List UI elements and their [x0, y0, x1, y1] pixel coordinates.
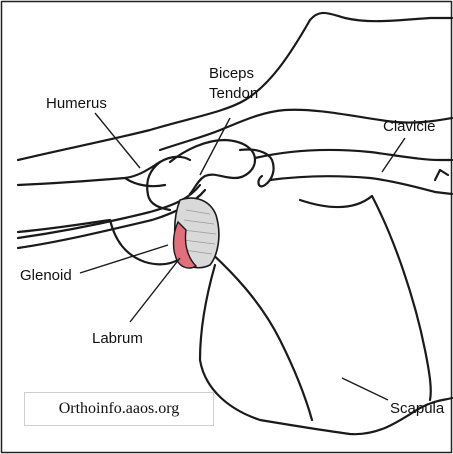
- label-clavicle: Clavicle: [383, 118, 436, 135]
- clavicle-end: [435, 170, 448, 180]
- scapula-lateral-border: [208, 250, 312, 420]
- humerus-tubercle: [125, 178, 165, 186]
- label-glenoid: Glenoid: [20, 267, 72, 284]
- clavicle-outline: [255, 150, 452, 160]
- label-tendon: Tendon: [209, 85, 258, 102]
- label-labrum: Labrum: [92, 330, 143, 347]
- scapula-spine: [300, 196, 372, 207]
- labrum-leader: [130, 258, 180, 322]
- label-scapula: Scapula: [390, 400, 445, 417]
- label-biceps: Biceps: [209, 65, 254, 82]
- scapula-medial-border: [372, 196, 431, 400]
- biceps-leader: [200, 118, 230, 175]
- source-credit: Orthoinfo.aaos.org: [24, 392, 214, 426]
- humerus-lower-outline: [18, 220, 190, 264]
- coracoid-tip: [240, 149, 274, 186]
- coracoid-outline: [170, 140, 255, 194]
- humerus-upper-outline: [18, 157, 190, 185]
- scapula-leader: [342, 378, 388, 400]
- clavicle-lower-outline: [270, 176, 452, 194]
- label-humerus: Humerus: [46, 95, 107, 112]
